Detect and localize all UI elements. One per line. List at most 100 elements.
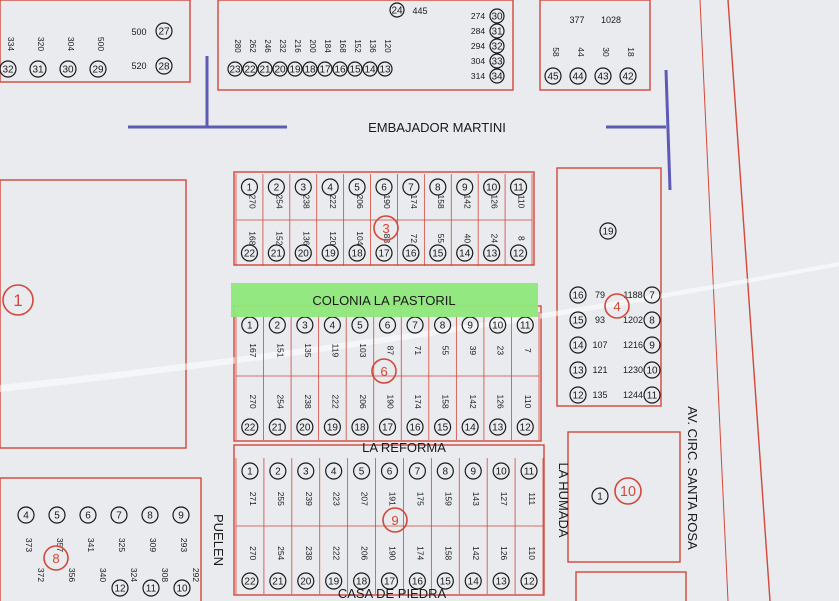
block3-lot-16-circle: [402, 244, 420, 262]
block4-num-left-4: 135: [592, 390, 607, 400]
block4-lot-9: 9: [649, 341, 655, 352]
block9-lot-7: 7: [415, 467, 421, 478]
block10-lot-1-circle: [591, 487, 609, 505]
block6-lot-21-circle: [268, 418, 286, 436]
block4-num-left-2: 107: [592, 340, 607, 350]
tl-lot-27-circle: [155, 22, 173, 40]
block6-num-top-5: 87: [386, 346, 396, 356]
block9-lot-1: 1: [247, 467, 253, 478]
top-num-3: 232: [278, 39, 287, 53]
block6-lot-13-circle: [489, 418, 507, 436]
block6-lot-19: 19: [327, 423, 339, 434]
top-right-num-3: 304: [471, 56, 485, 66]
top-lot-23: 23: [229, 65, 241, 76]
block6-num-top-4: 103: [358, 343, 368, 357]
block9-num-top-6: 175: [415, 492, 425, 506]
block9-lot-14: 14: [468, 577, 480, 588]
block4-lot-8-circle: [643, 311, 661, 329]
block9-num-bottom-4: 206: [360, 546, 370, 560]
top-right-lot-31: 31: [491, 27, 503, 38]
block9-lot-6-circle: [380, 462, 399, 480]
top-lot-23-circle: [227, 61, 243, 77]
block6-lot-17-circle: [378, 418, 397, 436]
block3-lot-22: 22: [244, 249, 256, 260]
b8-bnum-2: 340: [98, 568, 108, 582]
block9-lot-3: 3: [303, 467, 309, 478]
block4-lot-12: 12: [572, 391, 584, 402]
block3-lot-2-circle: [267, 178, 285, 196]
block9-num-bottom-3: 222: [332, 546, 342, 560]
block4-lot-11: 11: [647, 391, 658, 402]
tl-num-0: 334: [6, 37, 16, 51]
top-lot-24: 24: [391, 6, 403, 17]
block6-lot-9: 9: [467, 321, 473, 332]
block-label-3: 3: [382, 221, 389, 236]
block-1-outline: [0, 179, 187, 449]
block9-num-top-2: 239: [304, 492, 314, 506]
block9-num-top-8: 143: [471, 492, 481, 506]
top-num-6: 184: [323, 39, 332, 53]
block9-lot-2: 2: [275, 467, 281, 478]
block4-lot-9-circle: [643, 336, 661, 354]
b8-bnum-1: 356: [67, 568, 77, 582]
block4-lot-10-circle: [643, 361, 661, 379]
block6-num-bottom-3: 222: [330, 395, 340, 409]
street-la-humada: LA HUMADA: [556, 462, 571, 537]
block3-lot-1-circle: [240, 178, 259, 196]
block3-lot-4: 4: [327, 183, 333, 194]
block6-lot-3: 3: [302, 321, 308, 332]
block-label-9: 9: [391, 513, 398, 528]
block6-num-top-1: 151: [275, 343, 285, 357]
tl-num-1: 320: [36, 37, 46, 51]
block3-lot-6: 6: [381, 183, 387, 194]
tr-lot-43: 43: [597, 72, 609, 83]
top-lot-17-circle: [317, 61, 333, 77]
top-right-lot-32-circle: [489, 38, 505, 54]
block3-lot-6-circle: [375, 178, 393, 196]
b8-blot-10: 10: [176, 584, 188, 595]
block3-lot-22-circle: [240, 244, 259, 262]
top-num-7: 168: [338, 39, 347, 53]
block3-lot-18: 18: [352, 249, 364, 260]
block3-lot-13-circle: [483, 244, 501, 262]
top-right-lot-30: 30: [491, 12, 503, 23]
b8-num-0: 373: [24, 538, 34, 552]
block-label-4-circle: [604, 293, 630, 319]
block3-num-top-5: 190: [382, 195, 392, 209]
block9-lot-19: 19: [328, 577, 340, 588]
block3-num-top-1: 254: [274, 195, 284, 209]
block-10-outline: [567, 431, 681, 563]
bottom-right-outline: [575, 571, 687, 601]
block9-lot-17: 17: [384, 577, 396, 588]
top-num-2: 246: [263, 39, 272, 53]
block3-num-bottom-4: 104: [355, 231, 365, 245]
top-right-lot-34-circle: [489, 68, 505, 84]
b8-num-5: 293: [179, 538, 189, 552]
block3-lot-9-circle: [456, 178, 474, 196]
tr-num-1028: 1028: [601, 15, 621, 25]
block9-lot-22-circle: [241, 572, 259, 590]
block6-lot-10: 10: [492, 321, 504, 332]
block9-num-bottom-10: 110: [527, 546, 537, 560]
top-lot-21-circle: [257, 61, 273, 77]
tr-lot-45-circle: [544, 67, 562, 85]
block6-lot-21: 21: [272, 423, 284, 434]
top-right-num-4: 314: [471, 71, 485, 81]
tl-num-3: 500: [96, 37, 106, 51]
top-right-num-2: 294: [471, 41, 485, 51]
block9-lot-20-circle: [297, 572, 315, 590]
block9-lot-13-circle: [492, 572, 510, 590]
block3-num-bottom-5: 88: [382, 234, 392, 244]
block9-lot-11-circle: [520, 462, 538, 480]
block3-lot-18-circle: [348, 244, 366, 262]
street-casa-de-piedra: CASA DE PIEDRA: [338, 586, 447, 601]
block6-num-bottom-5: 190: [386, 395, 396, 409]
block-label-19-circle: [599, 222, 617, 240]
tr-num-377: 377: [569, 15, 584, 25]
block4-num-left-3: 121: [592, 365, 607, 375]
block9-num-bottom-5: 190: [388, 546, 398, 560]
tl-lot-32: 32: [2, 65, 14, 76]
block-label-8-circle: [43, 545, 69, 571]
block3-lot-20-circle: [294, 244, 312, 262]
block3-lot-3: 3: [300, 183, 306, 194]
